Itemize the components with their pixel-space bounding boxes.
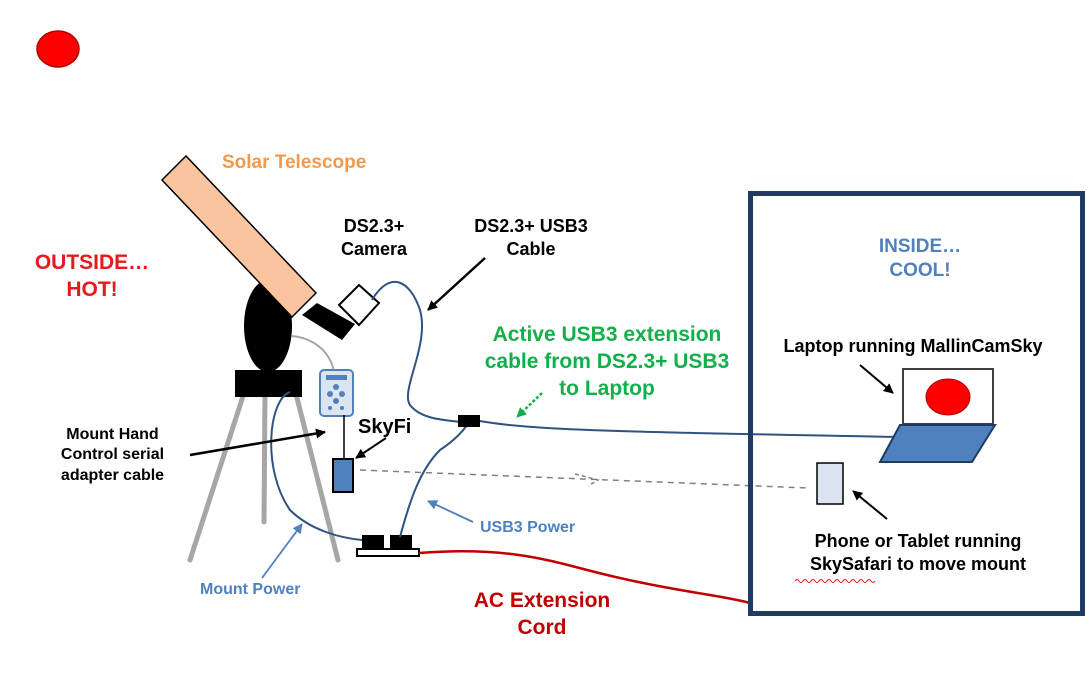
wireless-link <box>359 469 809 489</box>
hand-control-cable <box>291 335 335 373</box>
wireless-link-mark <box>574 473 600 487</box>
camera-line1: DS2.3+ <box>343 216 405 236</box>
arrow-active-extension <box>516 392 543 418</box>
outside-line1: OUTSIDE… <box>34 251 150 274</box>
inside-cool-label: INSIDE… COOL! <box>855 235 985 284</box>
skyfi-label: SkyFi <box>358 416 412 438</box>
ac-extension-cord <box>418 549 751 605</box>
active-ext-line2: cable from DS2.3+ USB3 <box>484 349 730 373</box>
mount-power-cable <box>270 391 363 541</box>
solar-telescope-tube <box>160 154 318 319</box>
ac-cord-label: AC Extension Cord <box>462 588 622 642</box>
phone-tablet <box>816 462 844 505</box>
laptop-label: Laptop running MallinCamSky <box>783 336 1043 356</box>
usb3-cable-line1: DS2.3+ USB3 <box>474 216 588 236</box>
inside-room-box <box>748 191 1085 616</box>
inside-line2: COOL! <box>889 260 951 282</box>
arrow-skyfi <box>355 437 387 459</box>
extension-connector <box>458 415 480 427</box>
camera-line2: Camera <box>340 239 408 260</box>
diagonal-adapter <box>302 303 355 340</box>
camera-label: DS2.3+ Camera <box>324 215 424 261</box>
tripod <box>187 387 341 563</box>
mount-power-label: Mount Power <box>200 581 301 598</box>
arrow-usb3-cable <box>427 257 486 311</box>
hand-controller <box>319 369 354 417</box>
arrow-phone <box>852 490 888 520</box>
arrow-mount-power <box>261 523 303 579</box>
active-extension-label: Active USB3 extension cable from DS2.3+ … <box>462 322 752 403</box>
hand-control-line3: adapter cable <box>60 466 165 484</box>
outside-hot-label: OUTSIDE… HOT! <box>14 250 170 304</box>
usb3-power-label: USB3 Power <box>480 519 576 536</box>
hand-control-label: Mount Hand Control serial adapter cable <box>40 425 185 486</box>
spellcheck-underline <box>794 579 876 583</box>
active-ext-line1: Active USB3 extension <box>492 323 722 346</box>
laptop-screen-red-dot <box>925 378 971 416</box>
phone-label: Phone or Tablet running SkySafari to mov… <box>778 530 1058 576</box>
laptop <box>878 368 997 463</box>
ac-cord-line2: Cord <box>517 615 567 639</box>
solar-telescope-label: Solar Telescope <box>222 152 367 173</box>
hand-control-line2: Control serial <box>60 446 165 464</box>
active-usb3-extension-cable <box>479 420 901 438</box>
arrow-hand-control <box>189 428 326 457</box>
usb3-power-cable <box>399 423 469 538</box>
skyfi-device <box>332 458 354 493</box>
ac-cord-line1: AC Extension <box>473 589 611 612</box>
power-strip <box>356 535 420 557</box>
outside-line2: HOT! <box>66 277 118 301</box>
mount-base <box>235 370 302 397</box>
arrow-laptop <box>859 364 894 394</box>
usb3-cable-line2: Cable <box>506 239 556 260</box>
active-ext-line3: to Laptop <box>559 376 655 400</box>
ds23-usb3-cable <box>371 280 463 423</box>
red-indicator-dot <box>36 30 80 68</box>
phone-line1: Phone or Tablet running <box>814 531 1022 551</box>
hand-control-line1: Mount Hand <box>66 426 159 443</box>
phone-line2: SkySafari to move mount <box>809 554 1027 575</box>
ds23-camera <box>337 283 381 327</box>
arrow-usb3-power <box>427 500 474 523</box>
usb3-cable-label: DS2.3+ USB3 Cable <box>460 215 602 261</box>
inside-line1: INSIDE… <box>878 236 962 257</box>
